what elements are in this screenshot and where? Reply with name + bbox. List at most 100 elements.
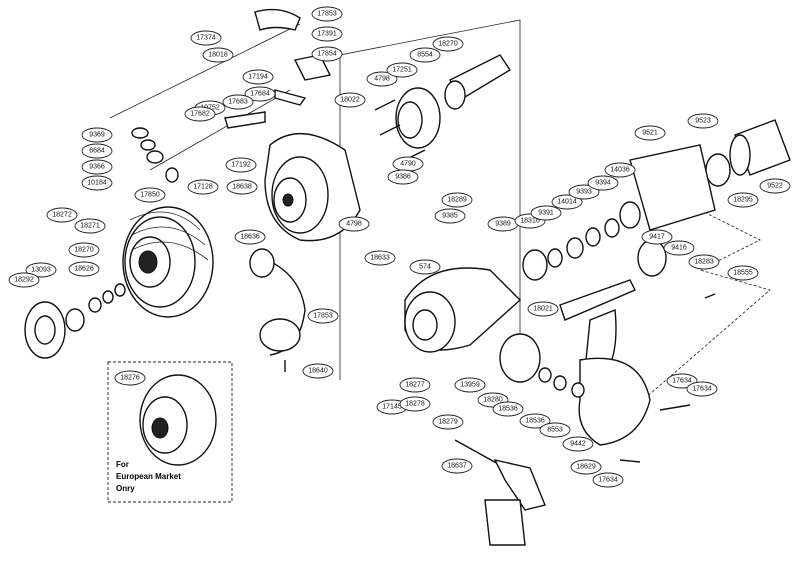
part-callout: 18555 xyxy=(727,265,759,281)
callout-bubble xyxy=(334,92,366,108)
part-number: 10184 xyxy=(87,180,107,187)
inset-spool xyxy=(139,374,217,466)
part-number: 17850 xyxy=(140,192,160,199)
inset-note-line1: For xyxy=(116,460,129,469)
callout-bubble xyxy=(570,459,602,475)
pinion-housing xyxy=(395,87,441,149)
rotor xyxy=(264,133,361,242)
part-number: 13093 xyxy=(31,267,51,274)
callout-bubble xyxy=(519,413,551,429)
part-number: 10752 xyxy=(200,105,220,112)
drive-gear xyxy=(499,333,541,383)
part-callout: 17684 xyxy=(244,86,276,102)
part-callout: 9522 xyxy=(759,178,791,194)
callout-bubble xyxy=(727,192,759,208)
callout-bubble xyxy=(687,113,719,129)
part-number: 18637 xyxy=(447,463,467,470)
part-callout: 17853 xyxy=(307,308,339,324)
part-number: 18636 xyxy=(240,234,260,241)
side-cover xyxy=(578,357,651,446)
callout-bubble xyxy=(454,377,486,393)
part-callout: 4790 xyxy=(392,156,424,172)
callout-bubble xyxy=(386,62,418,78)
part-number: 18278 xyxy=(405,401,425,408)
part-callout: 14014 xyxy=(551,194,583,210)
callout-bubble xyxy=(226,179,258,195)
callout-bubble xyxy=(409,259,441,275)
callout-bubble xyxy=(8,272,40,288)
callout-bubble xyxy=(641,229,673,245)
callout-bubble xyxy=(688,254,720,270)
callout-bubble xyxy=(190,30,222,46)
part-number: 18633 xyxy=(370,255,390,262)
part-callout: 4798 xyxy=(338,216,370,232)
callout-bubble xyxy=(409,47,441,63)
part-callout: 9385 xyxy=(434,208,466,224)
part-callout: 18295 xyxy=(727,192,759,208)
part-number: 18292 xyxy=(14,277,34,284)
part-callout: 18276 xyxy=(114,370,146,386)
part-callout: 17634 xyxy=(686,381,718,397)
part-callout: 9394 xyxy=(587,175,619,191)
part-number: 17251 xyxy=(392,67,412,74)
callout-bubble xyxy=(81,175,113,191)
part-number: 18022 xyxy=(340,97,360,104)
line-roller xyxy=(249,248,275,278)
callout-bubble xyxy=(759,178,791,194)
part-number: 18629 xyxy=(576,464,596,471)
callout-bubble xyxy=(492,401,524,417)
callout-bubble xyxy=(530,205,562,221)
part-number: 4798 xyxy=(374,76,390,83)
callout-bubble xyxy=(387,169,419,185)
part-callout: 18018 xyxy=(202,47,234,63)
callout-bubble xyxy=(68,242,100,258)
part-callout: 17854 xyxy=(311,46,343,62)
part-number: 9385 xyxy=(442,213,458,220)
callout-bubble xyxy=(434,208,466,224)
callout-bubble xyxy=(68,261,100,277)
callout-bubble xyxy=(587,175,619,191)
part-number: 17634 xyxy=(692,386,712,393)
callout-bubble xyxy=(242,69,274,85)
callout-bubble xyxy=(81,143,113,159)
callout-bubble xyxy=(366,71,398,87)
part-callout: 17634 xyxy=(666,373,698,389)
part-callout: 9393 xyxy=(568,184,600,200)
bail-arm xyxy=(259,318,301,352)
callout-bubble xyxy=(311,46,343,62)
part-callout: 4798 xyxy=(366,71,398,87)
callout-bubble xyxy=(399,377,431,393)
callout-bubble xyxy=(187,179,219,195)
callout-bubble xyxy=(114,370,146,386)
part-number: 18276 xyxy=(120,375,140,382)
part-callout: 18638 xyxy=(226,179,258,195)
part-number: 18270 xyxy=(74,247,94,254)
inset-box xyxy=(107,361,233,503)
part-number: 9386 xyxy=(395,174,411,181)
callout-bubble xyxy=(364,250,396,266)
part-number: 9366 xyxy=(89,164,105,171)
callout-bubble xyxy=(551,194,583,210)
part-number: 6684 xyxy=(89,148,105,155)
part-number: 18018 xyxy=(208,52,228,59)
part-callout: 9416 xyxy=(663,240,695,256)
part-number: 8554 xyxy=(417,52,433,59)
part-number: 9389 xyxy=(495,221,511,228)
callout-bubble xyxy=(222,94,254,110)
drag-cap xyxy=(24,283,126,359)
part-number: 4798 xyxy=(346,221,362,228)
part-callout: 8554 xyxy=(409,47,441,63)
part-number: 14014 xyxy=(557,199,577,206)
part-number: 18626 xyxy=(74,266,94,273)
spool xyxy=(122,206,214,318)
callout-bubble xyxy=(311,26,343,42)
callout-bubble xyxy=(432,414,464,430)
part-number: 18272 xyxy=(52,212,72,219)
part-callout: 18278 xyxy=(399,396,431,412)
callout-bubble xyxy=(46,207,78,223)
part-number: 9521 xyxy=(642,130,658,137)
part-callout: 17634 xyxy=(592,472,624,488)
part-callout: 10184 xyxy=(81,175,113,191)
